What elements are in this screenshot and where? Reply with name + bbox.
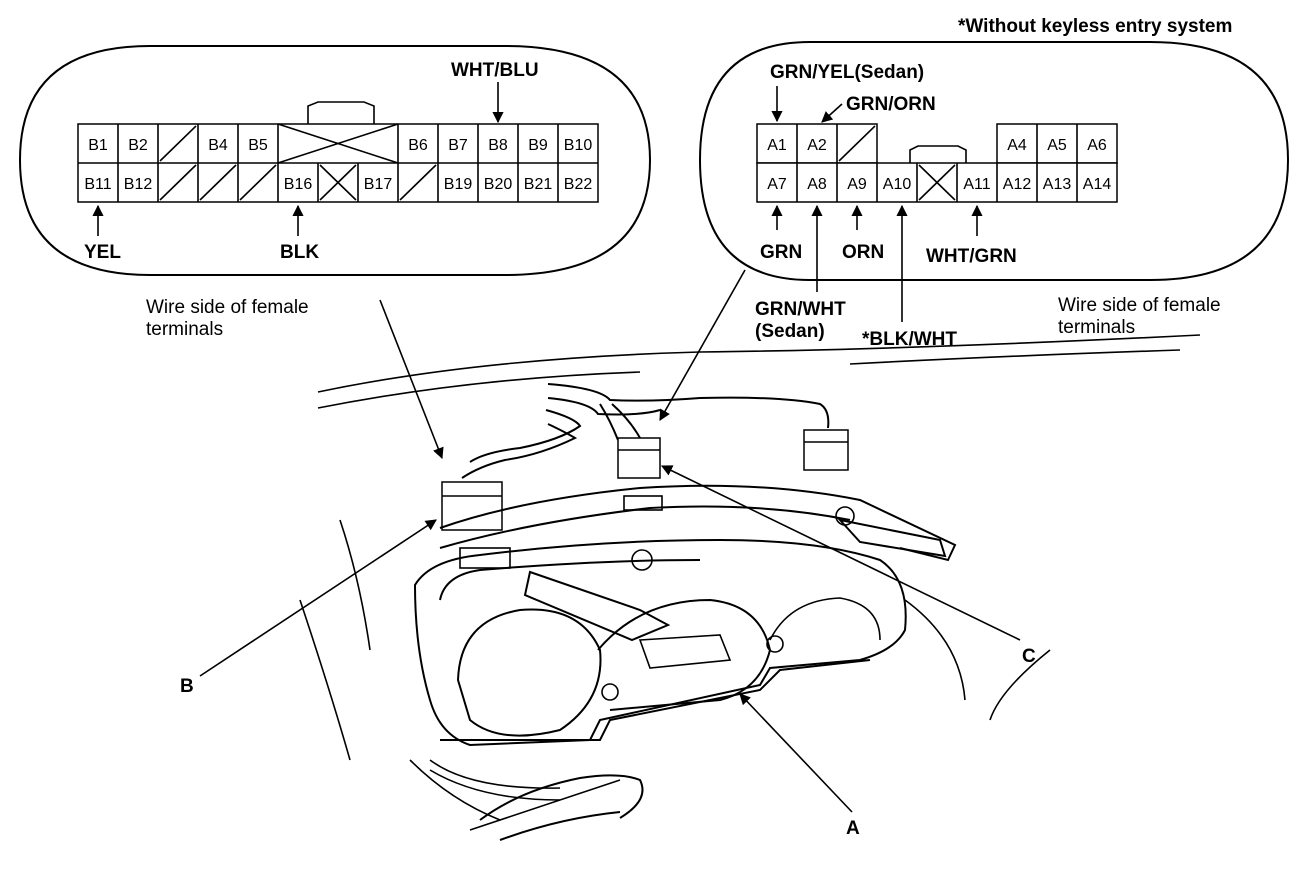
pin-b22: B22: [564, 176, 593, 193]
wire-label-grn: GRN: [760, 242, 802, 263]
pin-a1: A1: [767, 137, 787, 154]
wire-label-grn-wht: GRN/WHT: [755, 299, 846, 320]
pin-a12: A12: [1003, 176, 1032, 193]
pin-b7: B7: [448, 137, 468, 154]
connector-b-callout: B1 B2 B4 B5 B6 B7 B8 B9 B10 B11 B12 B16 …: [18, 45, 652, 340]
connector-a-callout: A1 A2 A4 A5 A6 A7 A8 A9 A10 A11 A12 A13 …: [698, 41, 1290, 350]
pin-b9: B9: [528, 137, 548, 154]
connector-a-caption-line1: Wire side of female: [1058, 295, 1221, 316]
connector-a-bubble: [698, 41, 1290, 281]
pin-a13: A13: [1043, 176, 1072, 193]
connector-b-grid: B1 B2 B4 B5 B6 B7 B8 B9 B10 B11 B12 B16 …: [77, 123, 599, 203]
pin-a2: A2: [807, 137, 827, 154]
pin-b21: B21: [524, 176, 553, 193]
connector-c-plug: [803, 429, 849, 471]
connector-b-bubble: [18, 45, 652, 276]
pin-b8: B8: [488, 137, 508, 154]
connector-b-latch: [307, 101, 375, 124]
connector-b-caption-line2: terminals: [146, 319, 223, 340]
pin-b11: B11: [84, 176, 111, 193]
callout-c: C: [1022, 646, 1036, 667]
pin-b2: B2: [128, 137, 148, 154]
callout-b: B: [180, 676, 194, 697]
leader-c: [660, 465, 1021, 641]
pin-a4: A4: [1007, 137, 1027, 154]
pin-a10: A10: [883, 176, 912, 193]
pin-a5: A5: [1047, 137, 1067, 154]
instrument-cluster-illustration: [299, 334, 1201, 841]
connector-a-latch: [909, 145, 967, 163]
pin-b10: B10: [564, 137, 593, 154]
connector-a-grid: A1 A2 A4 A5 A6 A7 A8 A9 A10 A11 A12 A13 …: [756, 123, 1118, 203]
pin-b5: B5: [248, 137, 268, 154]
leader-b: [199, 519, 437, 677]
pin-b12: B12: [124, 176, 153, 193]
wire-label-yel: YEL: [84, 242, 121, 263]
connector-a-caption-line2: terminals: [1058, 317, 1135, 338]
pin-a8: A8: [807, 176, 827, 193]
pin-a14: A14: [1083, 176, 1112, 193]
pin-b16: B16: [284, 176, 313, 193]
wire-label-orn: ORN: [842, 242, 884, 263]
wire-label-grn-yel: GRN/YEL(Sedan): [770, 62, 924, 83]
pointer-connector-b: [379, 299, 444, 460]
leader-a: [739, 693, 853, 813]
connector-a-plug: [617, 437, 661, 479]
pin-b19: B19: [444, 176, 473, 193]
pin-a9: A9: [847, 176, 867, 193]
wire-label-wht-blu: WHT/BLU: [451, 60, 539, 81]
wire-label-wht-grn: WHT/GRN: [926, 246, 1017, 267]
connector-b-caption-line1: Wire side of female: [146, 297, 309, 318]
pin-b20: B20: [484, 176, 513, 193]
callout-a: A: [846, 818, 860, 839]
pin-b4: B4: [208, 137, 228, 154]
footnote: *Without keyless entry system: [958, 16, 1232, 37]
pin-b6: B6: [408, 137, 428, 154]
pin-a7: A7: [767, 176, 787, 193]
wire-label-sedan: (Sedan): [755, 321, 825, 342]
pin-b1: B1: [88, 137, 108, 154]
pin-a11: A11: [963, 176, 990, 193]
wire-label-blk-wht: *BLK/WHT: [862, 329, 957, 350]
pin-a6: A6: [1087, 137, 1107, 154]
pin-b17: B17: [364, 176, 393, 193]
connector-b-plug: [441, 481, 503, 531]
wire-label-blk: BLK: [280, 242, 319, 263]
wire-label-grn-orn: GRN/ORN: [846, 94, 936, 115]
pointer-connector-a: [659, 269, 746, 421]
